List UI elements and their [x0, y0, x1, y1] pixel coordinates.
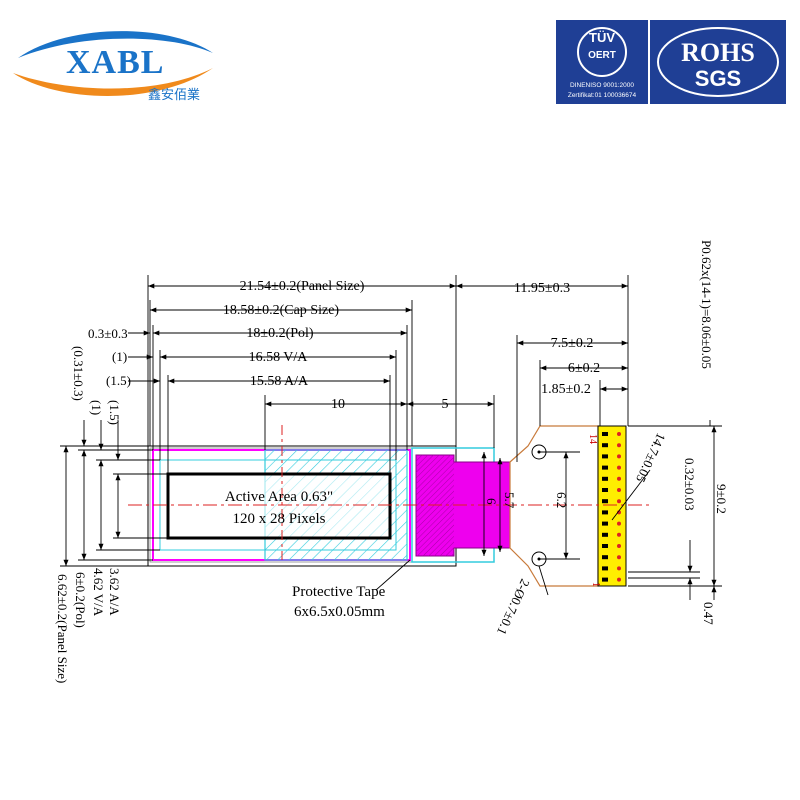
- fpc-pin-pad: [617, 443, 621, 448]
- fpc-pin: [602, 476, 608, 481]
- fpc-pins: [602, 432, 621, 582]
- fpc-pad-area: [597, 425, 627, 587]
- dim-left-1-5: (1.5): [107, 400, 122, 425]
- fpc-pin-pad: [617, 476, 621, 481]
- dim-tail-length: 11.95±0.3: [514, 281, 570, 296]
- dim-five: 5: [442, 397, 449, 412]
- dim-six: 6: [484, 498, 499, 505]
- fpc-pin-pad: [617, 577, 621, 582]
- fpc-pin: [602, 488, 608, 492]
- dim-pol-height: 6±0.2(Pol): [73, 572, 88, 628]
- fpc-pin-pad: [617, 488, 621, 492]
- dim-cap-size-width: 18.58±0.2(Cap Size): [223, 303, 340, 318]
- fpc-pin-pad: [617, 432, 621, 436]
- dim-panel-height: 6.62±0.2(Panel Size): [55, 574, 70, 683]
- active-area: [166, 472, 392, 540]
- fpc-pin: [602, 432, 608, 436]
- dim-hole: 2-Ø0.7±0.1: [494, 577, 533, 638]
- dim-fpc-width: 14.7±0.05: [633, 431, 669, 485]
- dim-fpc-6: 6±0.2: [568, 361, 600, 376]
- brand-name-cn: 鑫安佰業: [148, 88, 201, 103]
- rohs-sgs-badge: ROHS SGS: [650, 20, 786, 104]
- fpc-pin: [602, 510, 608, 515]
- tuv-title: TÜV: [589, 30, 615, 45]
- fpc-pin: [602, 499, 608, 504]
- fpc-pin: [602, 443, 608, 448]
- dim-six-two: 6.2: [554, 492, 569, 508]
- fpc-pin-pad: [617, 544, 621, 548]
- tuv-sub: OERT: [588, 50, 616, 61]
- fpc-pin: [602, 521, 608, 526]
- dim-bottom-047: 0.47: [701, 602, 716, 625]
- active-area-line1: Active Area 0.63": [225, 489, 333, 505]
- active-area-line2: 120 x 28 Pixels: [233, 511, 326, 527]
- fpc-outline: [509, 425, 599, 587]
- dim-va-height: 4.62 V/A: [91, 568, 106, 617]
- brand-name: XABL: [66, 44, 165, 81]
- dim-one-five: (1.5): [106, 373, 131, 388]
- fpc-pin-pad: [617, 532, 621, 537]
- tuv-certification-badge: TÜV OERT DINENISO 9001:2000 Zertifikat:0…: [556, 20, 648, 104]
- fpc-pin: [602, 555, 608, 560]
- dim-left-1: (1): [89, 400, 104, 415]
- tuv-standard: DINENISO 9001:2000: [570, 82, 634, 89]
- dim-total-height: 9±0.2: [714, 484, 729, 514]
- dim-pin-width: 0.32±0.03: [682, 458, 697, 511]
- pin-1-label: 1: [590, 582, 601, 587]
- fpc-pin: [602, 577, 608, 582]
- fpc-pin-pad: [617, 555, 621, 560]
- fpc-pin-pad: [617, 521, 621, 526]
- rohs-label: ROHS: [681, 38, 755, 67]
- fpc-pin: [602, 465, 608, 470]
- dim-va-width: 16.58 V/A: [249, 350, 309, 365]
- dim-panel-size-width: 21.54±0.2(Panel Size): [240, 279, 365, 294]
- dim-fpc-1-85: 1.85±0.2: [541, 382, 591, 397]
- fpc-pin: [602, 566, 608, 571]
- rohs-oval-icon: [657, 27, 779, 97]
- sgs-label: SGS: [694, 66, 742, 91]
- pin-14-label: 14: [587, 434, 598, 444]
- fpc-pin-pad: [617, 566, 621, 571]
- dim-aa-height: 3.62 A/A: [107, 568, 122, 616]
- dim-fpc-7-5: 7.5±0.2: [551, 336, 594, 351]
- brand-logo: XABL 鑫安佰業: [8, 18, 218, 108]
- dim-pol-width: 18±0.2(Pol): [246, 326, 314, 341]
- fpc-pin-pad: [617, 499, 621, 504]
- dim-one: (1): [112, 349, 127, 364]
- dim-left-offset: 0.3±0.3: [88, 326, 128, 341]
- dim-fifty-seven: 5.7: [502, 492, 517, 509]
- tuv-certificate: Zertifikat:01 100036674: [567, 92, 637, 99]
- dim-aa-width: 15.58 A/A: [250, 374, 309, 389]
- fpc-pin: [602, 532, 608, 537]
- protective-tape-line1: Protective Tape: [292, 584, 386, 600]
- fpc-pin-pad: [617, 454, 621, 459]
- fpc-pin: [602, 544, 608, 548]
- tuv-seal-icon: [577, 27, 627, 77]
- fpc-pin-pad: [617, 465, 621, 470]
- protective-tape-line2: 6x6.5x0.05mm: [294, 604, 385, 620]
- fpc-pin: [602, 454, 608, 459]
- dim-ten: 10: [331, 397, 345, 412]
- dim-left-0-31: (0.31±0.3): [71, 346, 86, 401]
- logo-swoosh-icon: [13, 31, 213, 97]
- dim-pitch: P0.62x(14-1)=8.06±0.05: [699, 240, 714, 369]
